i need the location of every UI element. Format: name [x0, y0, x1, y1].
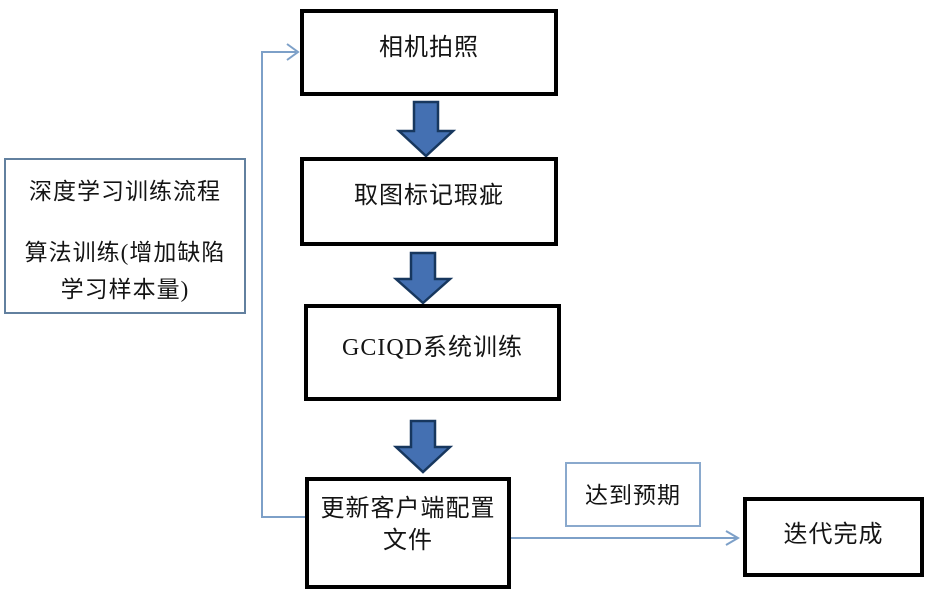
node-mark-defects-label: 取图标记瑕疵 [354, 183, 504, 209]
process-note-box: 深度学习训练流程 算法训练(增加缺陷 学习样本量) [4, 158, 246, 314]
feedback-loop-connector [261, 51, 305, 518]
node-camera-capture-label: 相机拍照 [379, 35, 479, 61]
done-connector-arrowhead-icon [725, 530, 740, 546]
branch-label-box: 达到预期 [565, 462, 701, 527]
down-block-arrow-1-icon [395, 100, 457, 158]
node-iteration-done: 迭代完成 [743, 497, 924, 577]
process-note-line2: 算法训练(增加缺陷 [24, 240, 226, 265]
branch-label-text: 达到预期 [585, 483, 681, 508]
down-block-arrow-2-icon [392, 251, 454, 305]
node-update-client-config-label-line1: 更新客户端配置 [320, 496, 496, 522]
node-system-training-label: GCIQD系统训练 [342, 335, 523, 361]
process-note-line3: 学习样本量) [60, 277, 190, 302]
node-camera-capture: 相机拍照 [300, 9, 558, 96]
down-block-arrow-3-icon [392, 419, 454, 474]
process-note-line1: 深度学习训练流程 [29, 179, 221, 204]
node-system-training: GCIQD系统训练 [304, 304, 561, 401]
node-mark-defects: 取图标记瑕疵 [300, 157, 558, 246]
node-iteration-done-label: 迭代完成 [783, 522, 884, 548]
node-update-client-config: 更新客户端配置 文件 [305, 477, 511, 589]
node-update-client-config-label-line2: 文件 [383, 528, 433, 555]
feedback-loop-arrowhead-icon [286, 43, 300, 61]
